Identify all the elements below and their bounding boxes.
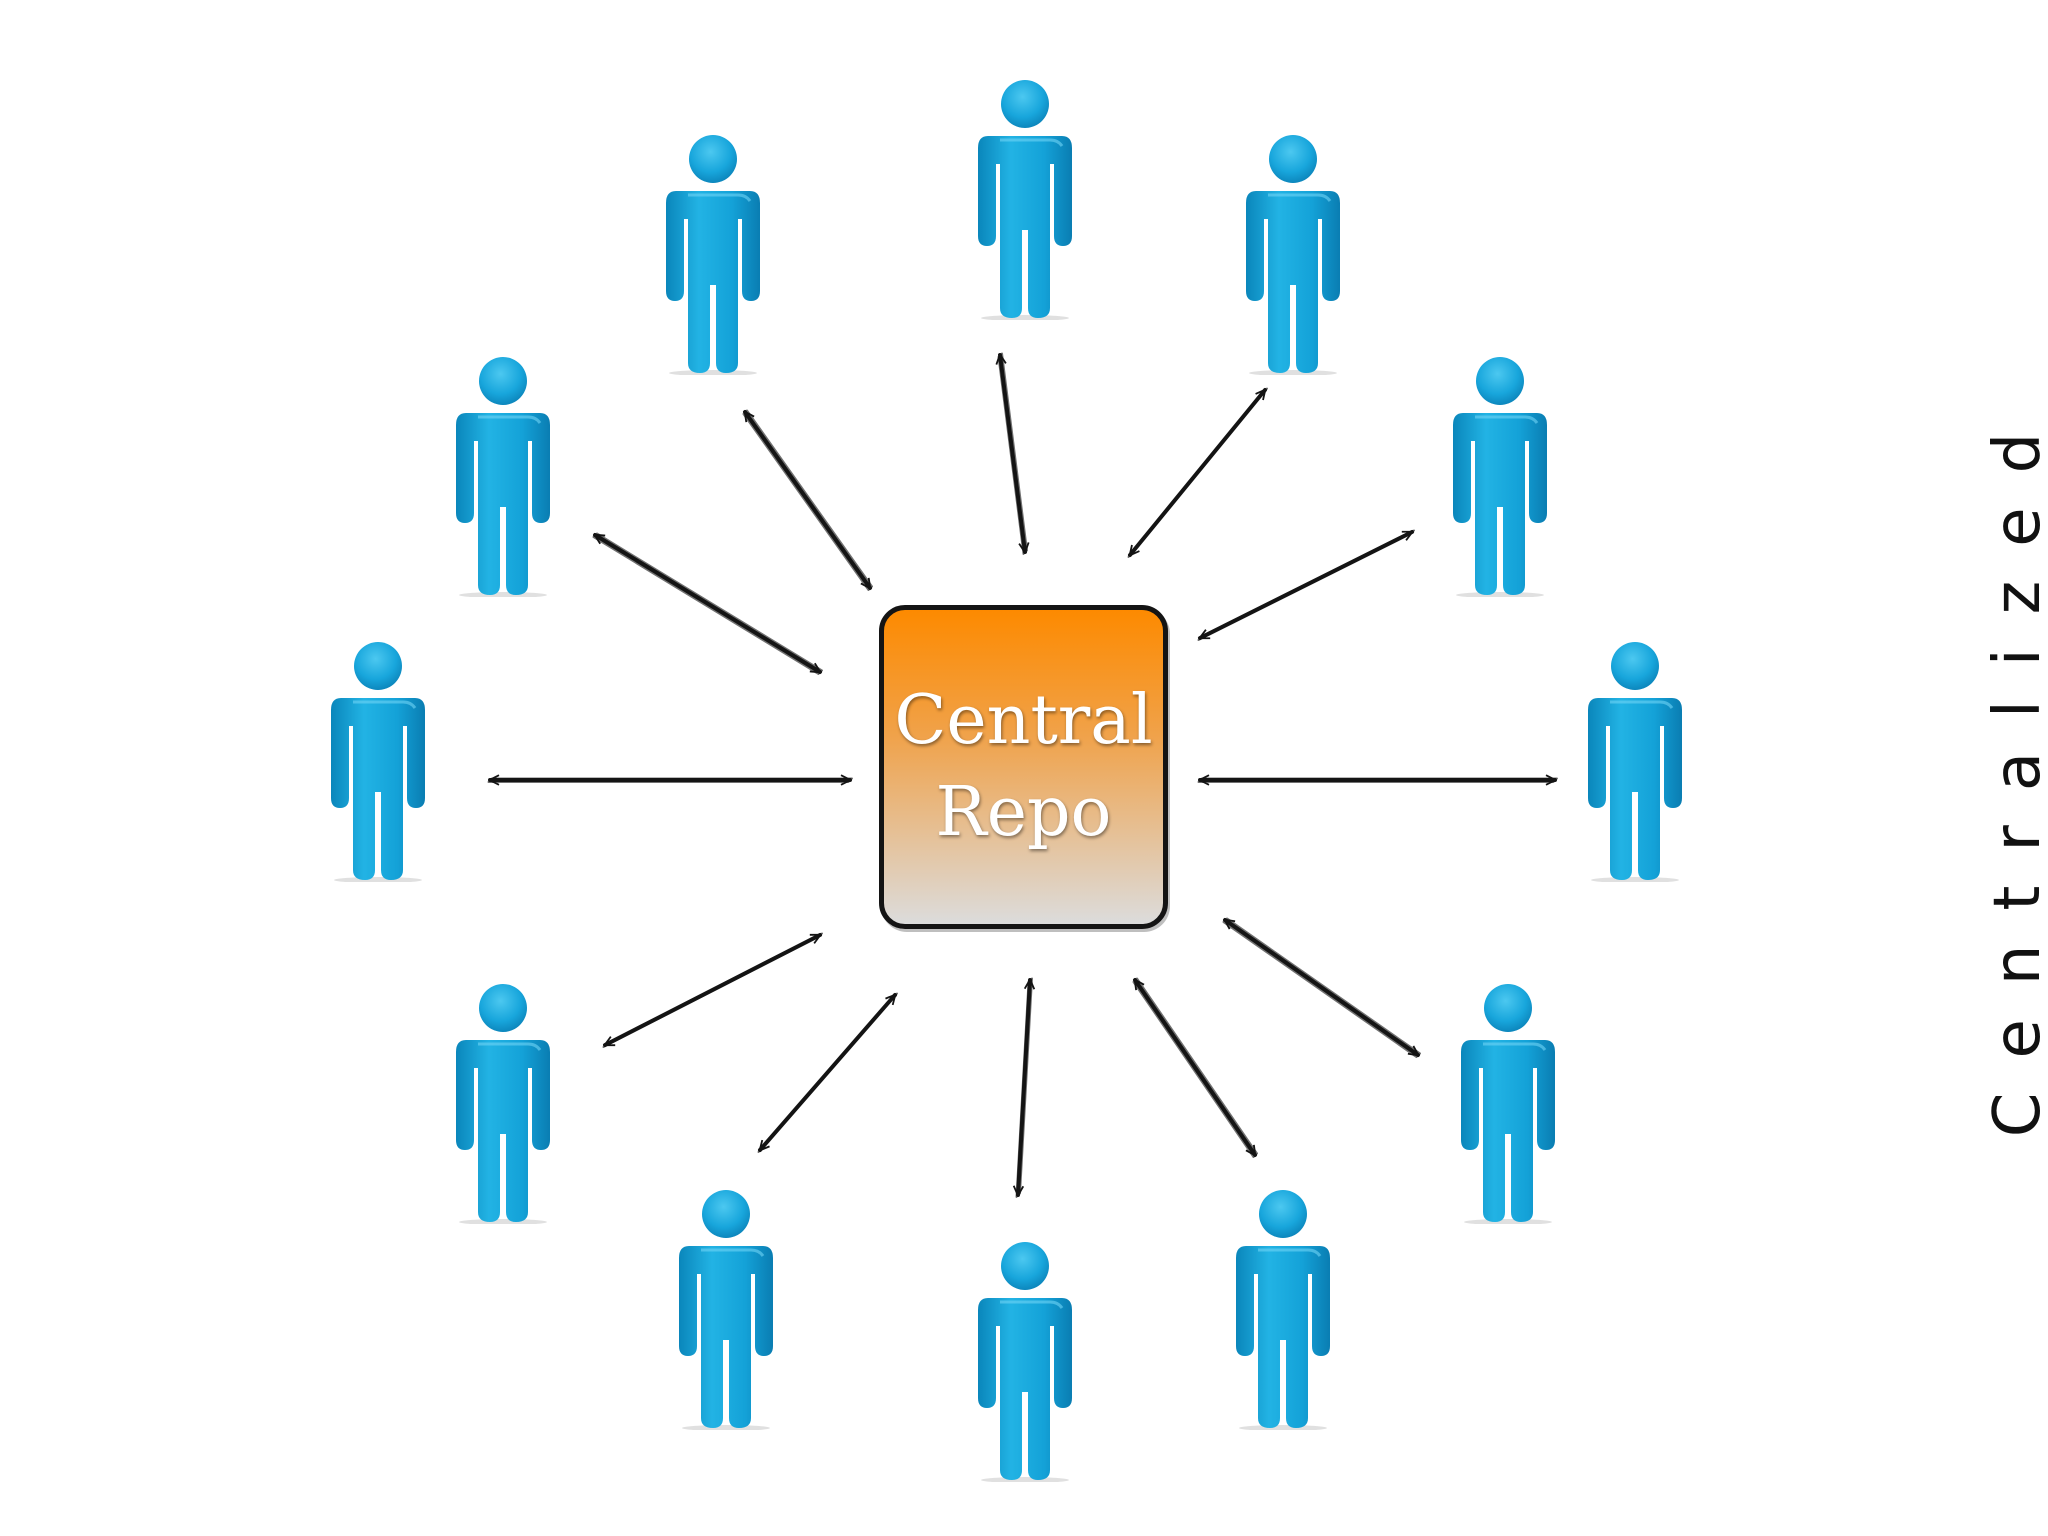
bidirectional-arrow <box>1133 978 1257 1157</box>
person-icon <box>454 984 552 1224</box>
arrow-sketch-stroke <box>596 532 823 672</box>
arrow-sketch-stroke <box>1132 981 1255 1158</box>
person-icon <box>1586 642 1684 882</box>
arrow-sketch-stroke <box>1019 977 1033 1195</box>
side-title: Centralized <box>1981 398 2048 1138</box>
arrow-sketch-stroke <box>606 932 823 1045</box>
person-icon <box>1459 984 1557 1224</box>
arrow-sketch-stroke <box>1197 533 1412 641</box>
bidirectional-arrow <box>1012 978 1036 1197</box>
bidirectional-arrow <box>995 353 1030 554</box>
central-repo-label-line1: Central <box>894 681 1153 760</box>
arrow-sketch-stroke <box>997 356 1025 555</box>
arrow-sketch-stroke <box>592 536 820 675</box>
bidirectional-arrow <box>743 410 872 590</box>
arrow-sketch-stroke <box>1015 981 1030 1198</box>
bidirectional-arrow <box>593 533 822 674</box>
arrow-sketch-stroke <box>1222 921 1418 1058</box>
person-icon <box>677 1190 775 1430</box>
connection-arrows <box>487 352 1558 1198</box>
arrow-sketch-stroke <box>1201 529 1415 638</box>
arrow-sketch-stroke <box>602 936 820 1048</box>
arrow-sketch-stroke <box>1127 391 1265 558</box>
person-icon <box>976 80 1074 320</box>
person-icon <box>1451 357 1549 597</box>
arrow-sketch-stroke <box>1001 352 1028 552</box>
arrow-sketch-stroke <box>757 996 895 1153</box>
bidirectional-arrow <box>1223 918 1420 1057</box>
arrow-sketch-stroke <box>1136 977 1258 1155</box>
person-icon <box>976 1242 1074 1482</box>
person-icon <box>454 357 552 597</box>
central-repo-label-line2: Repo <box>935 773 1112 852</box>
central-repo-node: Central Repo <box>879 605 1168 929</box>
person-icon <box>1234 1190 1332 1430</box>
arrow-sketch-stroke <box>1226 917 1421 1055</box>
arrow-sketch-stroke <box>742 413 870 591</box>
arrow-sketch-stroke <box>746 409 873 588</box>
person-icon <box>1244 135 1342 375</box>
person-icon <box>664 135 762 375</box>
person-icon <box>329 642 427 882</box>
